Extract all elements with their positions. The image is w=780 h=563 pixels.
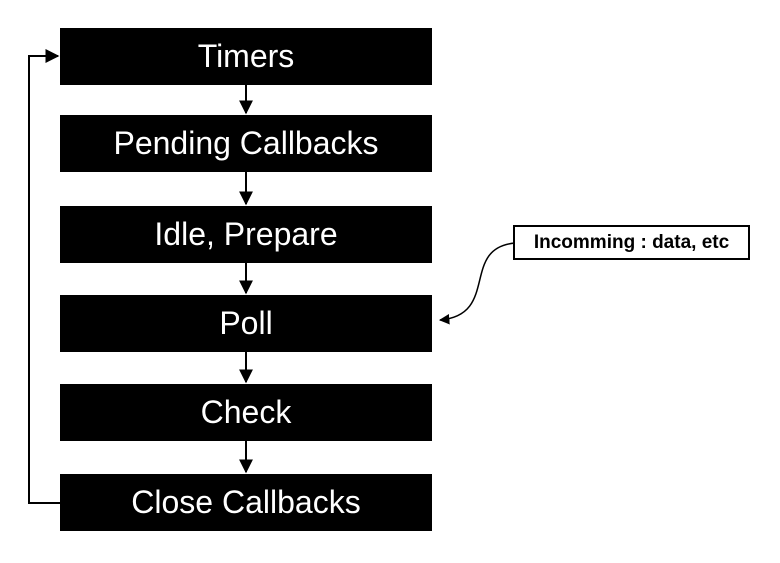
node-check: Check	[60, 384, 432, 441]
arrow-close-to-timers-loop	[28, 49, 60, 504]
arrow-incoming-to-poll	[438, 242, 516, 325]
node-idle-prepare: Idle, Prepare	[60, 206, 432, 263]
node-pending-callbacks: Pending Callbacks	[60, 115, 432, 172]
node-close-callbacks: Close Callbacks	[60, 474, 432, 531]
node-timers: Timers	[60, 28, 432, 85]
node-poll: Poll	[60, 295, 432, 352]
incoming-data-label: Incomming : data, etc	[513, 225, 750, 260]
